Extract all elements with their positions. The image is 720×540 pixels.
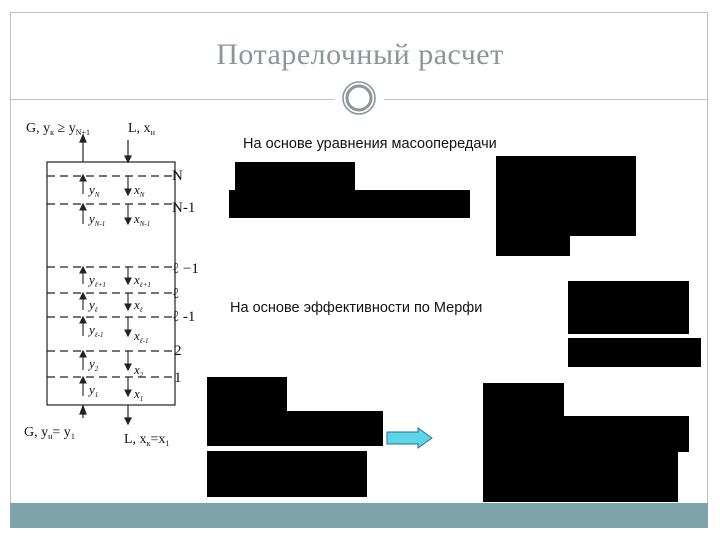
formula-block: [483, 383, 564, 419]
svg-text:yℓ+1: yℓ+1: [87, 272, 106, 289]
column-diagram: G, yк ≥ yN+1 L, xн G, yн= y1 L, xк=x1: [24, 121, 199, 448]
bottom-right-label: L, xк=x1: [124, 432, 169, 448]
formula-block: [496, 234, 570, 256]
formula-block: [483, 416, 689, 452]
bottom-left-label: G, yн= y1: [24, 425, 75, 441]
svg-text:xℓ-1: xℓ-1: [133, 328, 149, 345]
svg-text:ℓ −1: ℓ −1: [172, 261, 199, 277]
svg-text:y2: y2: [87, 356, 99, 373]
formula-block: [483, 450, 678, 502]
svg-text:yℓ-1: yℓ-1: [87, 322, 104, 339]
svg-text:xℓ+1: xℓ+1: [133, 272, 151, 289]
formula-block: [235, 162, 355, 192]
formula-block: [207, 411, 383, 446]
svg-text:x1: x1: [133, 386, 143, 403]
ring-ornament: [342, 81, 376, 115]
svg-text:yN-1: yN-1: [87, 211, 105, 228]
right-arrow-icon: [386, 427, 433, 449]
svg-text:N: N: [172, 168, 183, 184]
formula-block: [229, 190, 470, 218]
svg-text:yN: yN: [87, 182, 100, 199]
svg-text:N-1: N-1: [172, 200, 195, 216]
murphy-efficiency-label: На основе эффективности по Мерфи: [230, 300, 483, 316]
slide-title: Потарелочный расчет: [216, 38, 504, 71]
formula-block: [207, 377, 287, 413]
svg-text:y1: y1: [87, 382, 98, 399]
title-rule-right: [384, 99, 708, 100]
svg-text:2: 2: [174, 343, 182, 359]
title-rule-left: [10, 99, 335, 100]
svg-text:x2: x2: [133, 362, 144, 379]
top-right-label: L, xн: [128, 121, 156, 137]
formula-block: [568, 281, 689, 334]
svg-text:yℓ: yℓ: [87, 297, 98, 314]
svg-text:ℓ: ℓ: [172, 286, 179, 302]
column-shell: [46, 161, 176, 406]
formula-block: [207, 451, 367, 497]
formula-block: [496, 156, 636, 236]
footer-bar: [10, 503, 708, 528]
svg-text:xN: xN: [133, 182, 145, 199]
svg-text:xN-1: xN-1: [133, 211, 150, 228]
top-left-label: G, yк ≥ yN+1: [26, 121, 90, 137]
svg-text:1: 1: [174, 370, 182, 386]
formula-block: [568, 338, 701, 367]
svg-text:xℓ: xℓ: [133, 297, 143, 314]
mass-transfer-label: На основе уравнения масоопередачи: [243, 136, 497, 152]
svg-text:ℓ -1: ℓ -1: [172, 309, 195, 325]
